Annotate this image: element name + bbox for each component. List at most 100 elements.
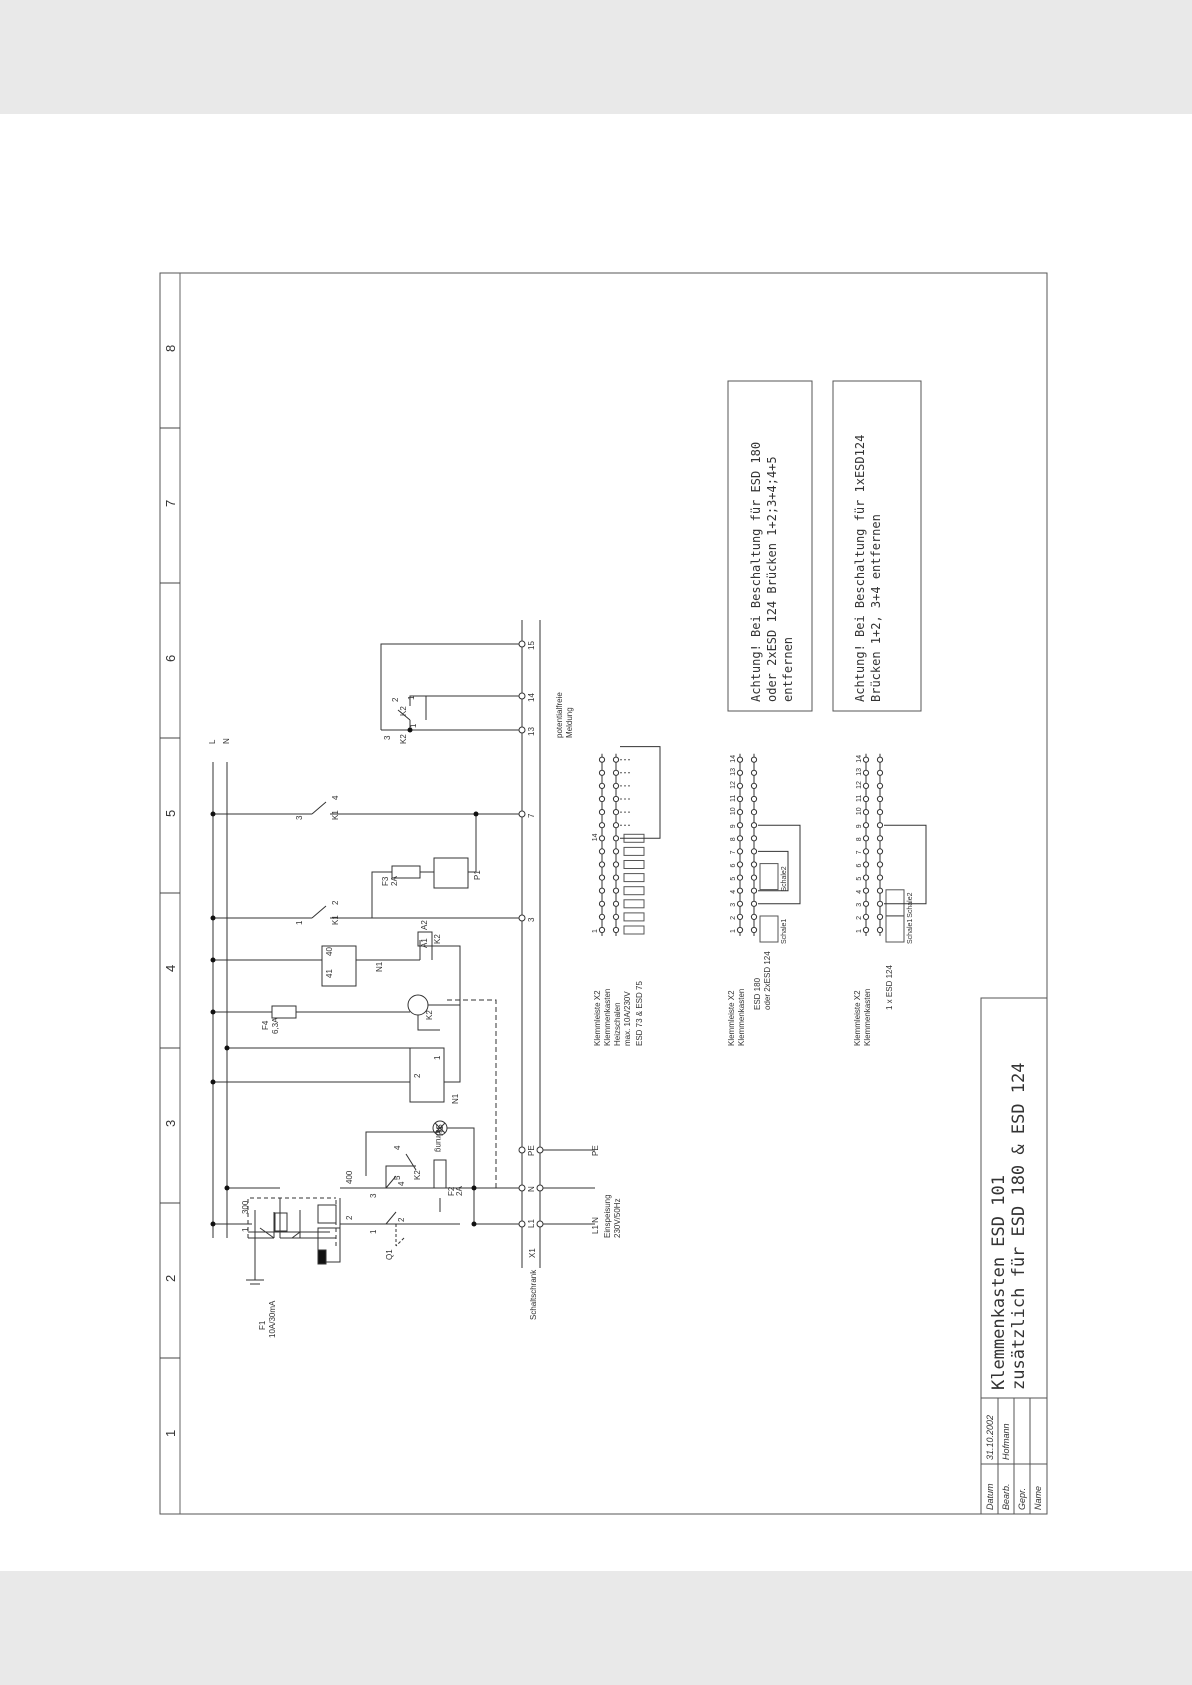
strip-terminal [736,809,744,816]
strip-terminal [862,874,870,881]
strip-terminal [612,913,620,921]
P1-label: P1 [473,870,482,880]
note-line: Brücken 1+2, 3+4 entfernen [869,514,883,702]
Q1-pin: 3 [369,1193,378,1198]
strip-terminal [750,769,758,776]
strip-terminal-number: 4 [856,890,863,894]
N1-pin: 2 [413,1073,422,1078]
heater-shell-label: Schale2 [781,866,788,891]
strip-terminal-number: 12 [730,781,737,789]
strip-terminal [862,913,870,921]
strip-terminal [862,795,870,803]
strip-terminal [876,887,884,894]
strip-terminal [612,887,620,894]
title-row-label: Name [1033,1486,1043,1510]
strip-terminal [598,848,606,855]
Q1-pin: 2 [397,1217,406,1222]
column-number: 6 [163,655,178,662]
supply-label: Einspeisung [603,1194,612,1238]
title-row-label: Gepr. [1017,1488,1027,1510]
strip-terminal-number: 8 [730,837,737,841]
strip-terminal [736,874,744,881]
strip-terminal [750,887,758,894]
Q1-pin: 1 [369,1229,378,1234]
strip-terminal-number: 7 [730,850,737,854]
heater-bar [623,860,645,869]
K1-pin: 2 [331,900,340,905]
strip-terminal [598,861,606,868]
strip-terminal [736,822,744,829]
strip-terminal [612,795,620,803]
cabinet-label: Schaltschrank [529,1269,538,1320]
strip-terminal [612,861,620,868]
strip-terminal-number: 1 [592,929,599,933]
strip-terminal [750,861,758,868]
strip-terminal-number: 3 [730,903,737,907]
terminal-label: 7 [527,813,536,818]
terminal-strip-1: 114 [592,746,661,936]
viewer-bottom-band [0,1571,1192,1685]
heater-bar [623,846,645,856]
rail-label-L: L [208,739,217,744]
column-number: 3 [163,1120,178,1127]
N1-pin: 40 [325,947,334,956]
strip-terminal [612,782,620,790]
strip-terminal-number: 13 [856,768,863,776]
strip-caption: ESD 73 & ESD 75 [635,981,644,1046]
strip-terminal [598,900,606,907]
K2-contact-label: K2 [399,734,408,744]
N1-module-label: N1 [375,961,384,972]
strip-terminal-number: 14 [856,755,863,763]
strip-terminal [876,861,884,868]
terminal-label: PE [527,1145,536,1156]
strip-caption: oder 2xESD 124 [763,951,772,1010]
strip-terminal [862,887,870,894]
strip-terminal-number: 2 [730,916,737,920]
terminal-label: 14 [527,693,536,702]
column-number: 1 [163,1430,178,1437]
strip-terminal-number: 10 [730,807,737,815]
K1-pin: 1 [295,920,304,925]
heater-shell-label: Schale1 [781,919,788,944]
strip-terminal [876,913,884,921]
title-row-value: Hofmann [1001,1423,1011,1460]
terminal-label: 13 [527,727,536,736]
strip-terminal [876,769,884,776]
terminal-label: N [527,1186,536,1192]
wire-number: 300 [241,1200,250,1214]
strip-terminal [876,900,884,907]
column-number: 2 [163,1275,178,1282]
strip-terminal [862,756,870,763]
strip-terminal [876,809,884,816]
strip-terminal [736,848,744,855]
strip-terminal [736,926,744,934]
strip-caption: Klemmleiste X2 [593,990,602,1046]
note-box-2: Achtung! Bei Beschaltung für 1xESD124 Br… [832,380,922,712]
column-number: 4 [163,965,178,972]
strip-terminal-number: 5 [856,877,863,881]
strip-terminal [750,795,758,803]
note-box-1: Achtung! Bei Beschaltung für ESD 180 ode… [727,380,813,712]
strip-caption: 1 x ESD 124 [885,965,894,1010]
strip-terminal [612,835,620,842]
strip-terminal [862,782,870,790]
note-line: oder 2xESD 124 Brücken 1+2;3+4;4+5 [765,456,779,702]
strip-caption: ESD 180 [753,977,762,1010]
strip-terminal [612,900,620,907]
strip-terminal [736,782,744,790]
strip-terminal [750,756,758,763]
strip-terminal-number: 9 [730,824,737,828]
strip-terminal [598,913,606,921]
strip-terminal [612,809,620,816]
K1-pin: 4 [331,795,340,800]
F1-label: F1 [258,1320,267,1330]
strip-terminal [862,926,870,934]
strip-terminal [876,848,884,855]
column-number: 7 [163,500,178,507]
terminal-label: 15 [527,641,536,650]
N1-pin: 1 [433,1055,442,1060]
strip-terminal [750,848,758,855]
strip-terminal-number: 1 [730,929,737,933]
